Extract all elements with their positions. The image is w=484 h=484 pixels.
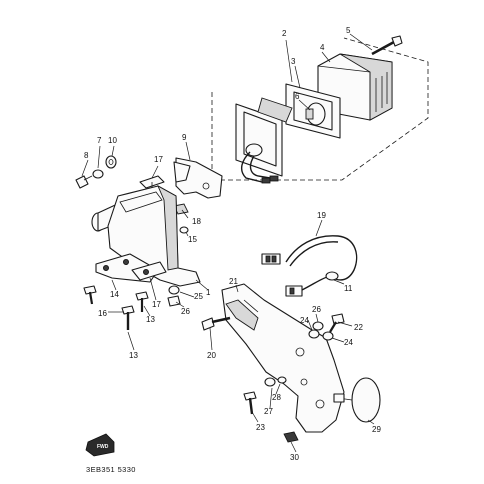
callout-14: 14 [110,290,119,299]
callout-29: 29 [372,425,381,434]
callout-13-lower: 13 [129,351,138,360]
cap-25 [168,285,180,295]
bolt-13-upper [135,291,149,312]
callout-26-left: 26 [181,307,190,316]
callout-11: 11 [344,284,353,293]
callout-8: 8 [84,151,89,160]
assembly-boundary-line [211,37,429,181]
callout-15: 15 [188,235,197,244]
lamp-screw [371,35,403,56]
bolt-14 [83,285,97,305]
callout-28: 28 [272,393,281,402]
rear-fender-bracket [91,184,201,307]
callout-10: 10 [108,136,117,145]
callout-labels: 2 3 4 5 6 7 10 8 9 17 18 15 1 25 26 14 1… [84,26,381,462]
washer-15 [179,226,189,234]
washer-27 [264,377,276,387]
bolt-23 [243,391,257,401]
washer-24-upper [308,329,320,339]
fwd-direction-logo: FWD [85,433,115,457]
washer-10 [105,155,117,169]
washer-28 [277,376,287,384]
callout-20: 20 [207,351,216,360]
figure-code: 3EB351 5330 [86,465,136,474]
callout-23: 23 [256,423,265,432]
lamp-bulb [305,102,326,126]
hardware-set-upper [75,155,223,234]
callout-18: 18 [192,217,201,226]
bolt-8 [75,175,93,189]
callout-17-upper: 17 [154,155,163,164]
callout-5: 5 [346,26,351,35]
callout-17-lower: 17 [152,300,161,309]
callout-24-lower: 24 [344,338,353,347]
hardware-set-right [308,313,345,341]
callout-24-upper: 24 [300,316,309,325]
fwd-logo-text: FWD [97,444,109,450]
wire-harness [261,235,358,297]
clip-17-lower [131,261,167,281]
bolt-20 [201,316,231,331]
callout-2: 2 [282,29,287,38]
callout-25: 25 [194,292,203,301]
bolt-22 [331,313,345,325]
taillight-assembly [211,35,429,184]
nut-26-left [167,295,181,307]
callout-26-right: 26 [312,305,321,314]
callout-22: 22 [354,323,363,332]
leader-lines [81,33,375,453]
callout-1: 1 [206,288,211,297]
callout-7: 7 [97,136,102,145]
reflector-29 [333,377,381,423]
callout-16: 16 [98,309,107,318]
callout-4: 4 [320,43,325,52]
lamp-base [235,97,293,184]
nut-30 [283,431,299,443]
washer-7 [92,169,104,179]
hardware-set-lower [243,376,299,443]
callout-3: 3 [291,57,296,66]
nut-26-right [312,321,324,331]
callout-27: 27 [264,407,273,416]
washer-24-lower [322,331,334,341]
bracket-9 [173,157,223,199]
callout-21: 21 [229,277,238,286]
callout-9: 9 [182,133,187,142]
callout-6: 6 [295,92,300,101]
bolt-16 [121,305,135,330]
callout-13-upper: 13 [146,315,155,324]
license-bracket [221,283,381,433]
callout-19: 19 [317,211,326,220]
callout-30: 30 [290,453,299,462]
